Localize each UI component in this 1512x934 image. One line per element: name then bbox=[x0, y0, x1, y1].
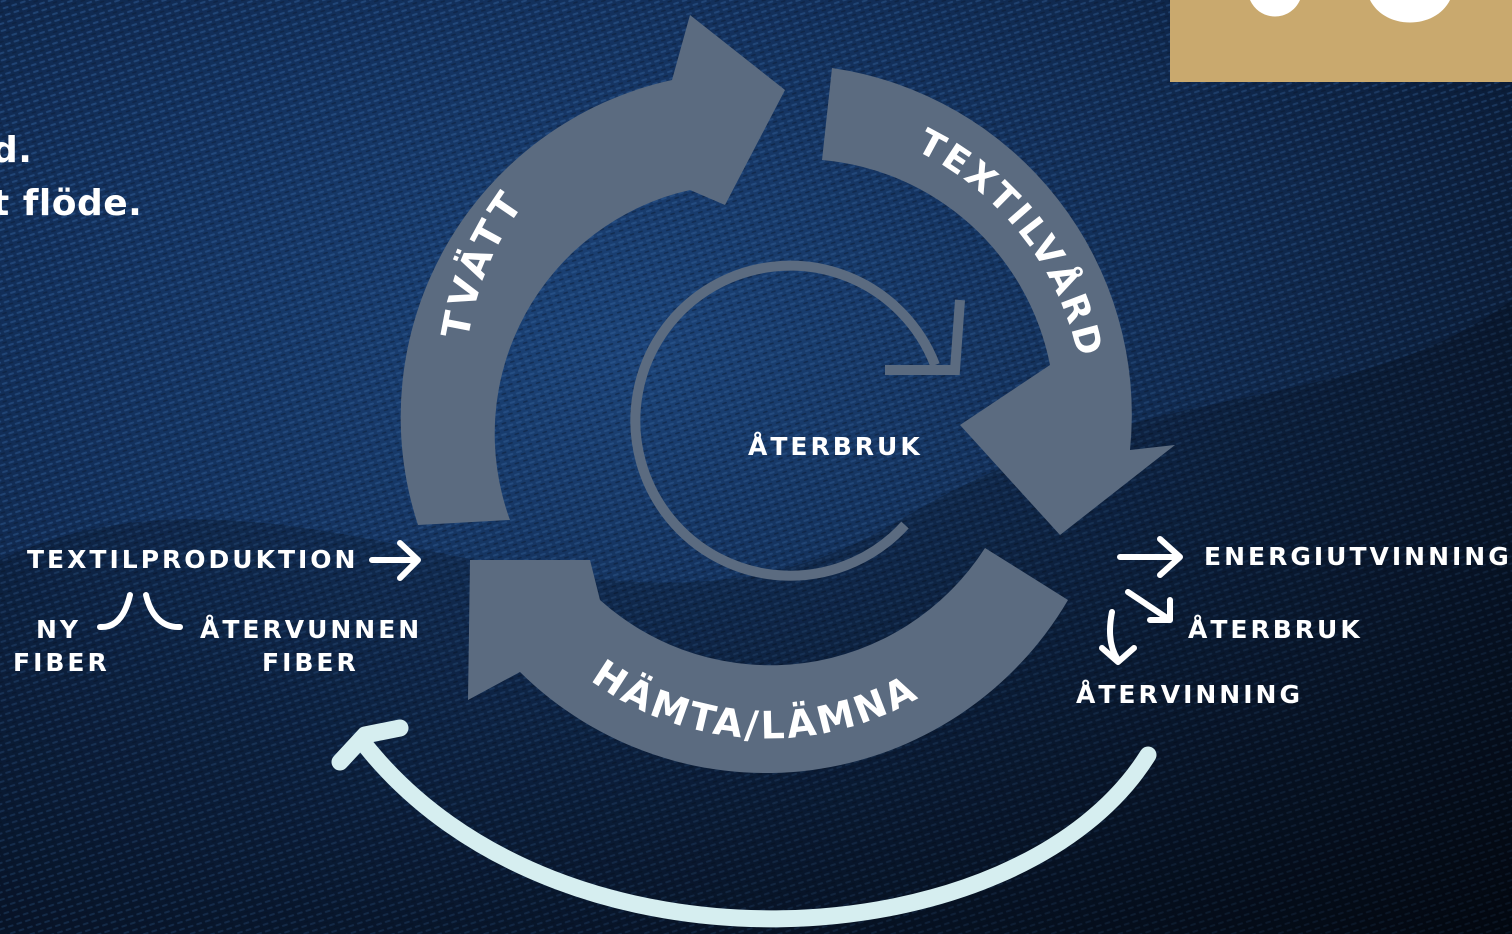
inner-circular-arrow bbox=[630, 260, 965, 581]
fiber-merge-icon bbox=[97, 592, 183, 630]
energy-recovery-label: ENERGIUTVINNING bbox=[1204, 542, 1512, 571]
recycled-fiber-label-line-1: ÅTERVUNNEN bbox=[200, 615, 423, 644]
recycled-fiber-label-line-2: FIBER bbox=[262, 648, 359, 677]
reuse-arrow-icon bbox=[1125, 589, 1173, 623]
new-fiber-label-line-2: FIBER bbox=[13, 648, 110, 677]
recycling-label: ÅTERVINNING bbox=[1076, 680, 1303, 709]
headline-line-1: d. bbox=[0, 130, 33, 171]
center-reuse-label: ÅTERBRUK bbox=[748, 432, 923, 461]
output-reuse-label: ÅTERBRUK bbox=[1188, 615, 1363, 644]
headline-line-2: t flöde. bbox=[0, 183, 143, 224]
textile-production-label: TEXTILPRODUKTION bbox=[27, 545, 359, 574]
production-arrow-icon bbox=[369, 540, 421, 581]
hamta-lamna-arrow bbox=[468, 548, 1068, 774]
energy-arrow-icon bbox=[1117, 536, 1183, 578]
new-fiber-label-line-1: NY bbox=[36, 615, 82, 644]
textilvard-arrow bbox=[822, 68, 1175, 535]
recycling-arrow-icon bbox=[1099, 609, 1137, 665]
brand-logo bbox=[1170, 0, 1512, 82]
logo-mark bbox=[1250, 0, 1450, 23]
tvatt-arrow bbox=[400, 15, 785, 525]
return-arrow bbox=[331, 719, 1157, 928]
